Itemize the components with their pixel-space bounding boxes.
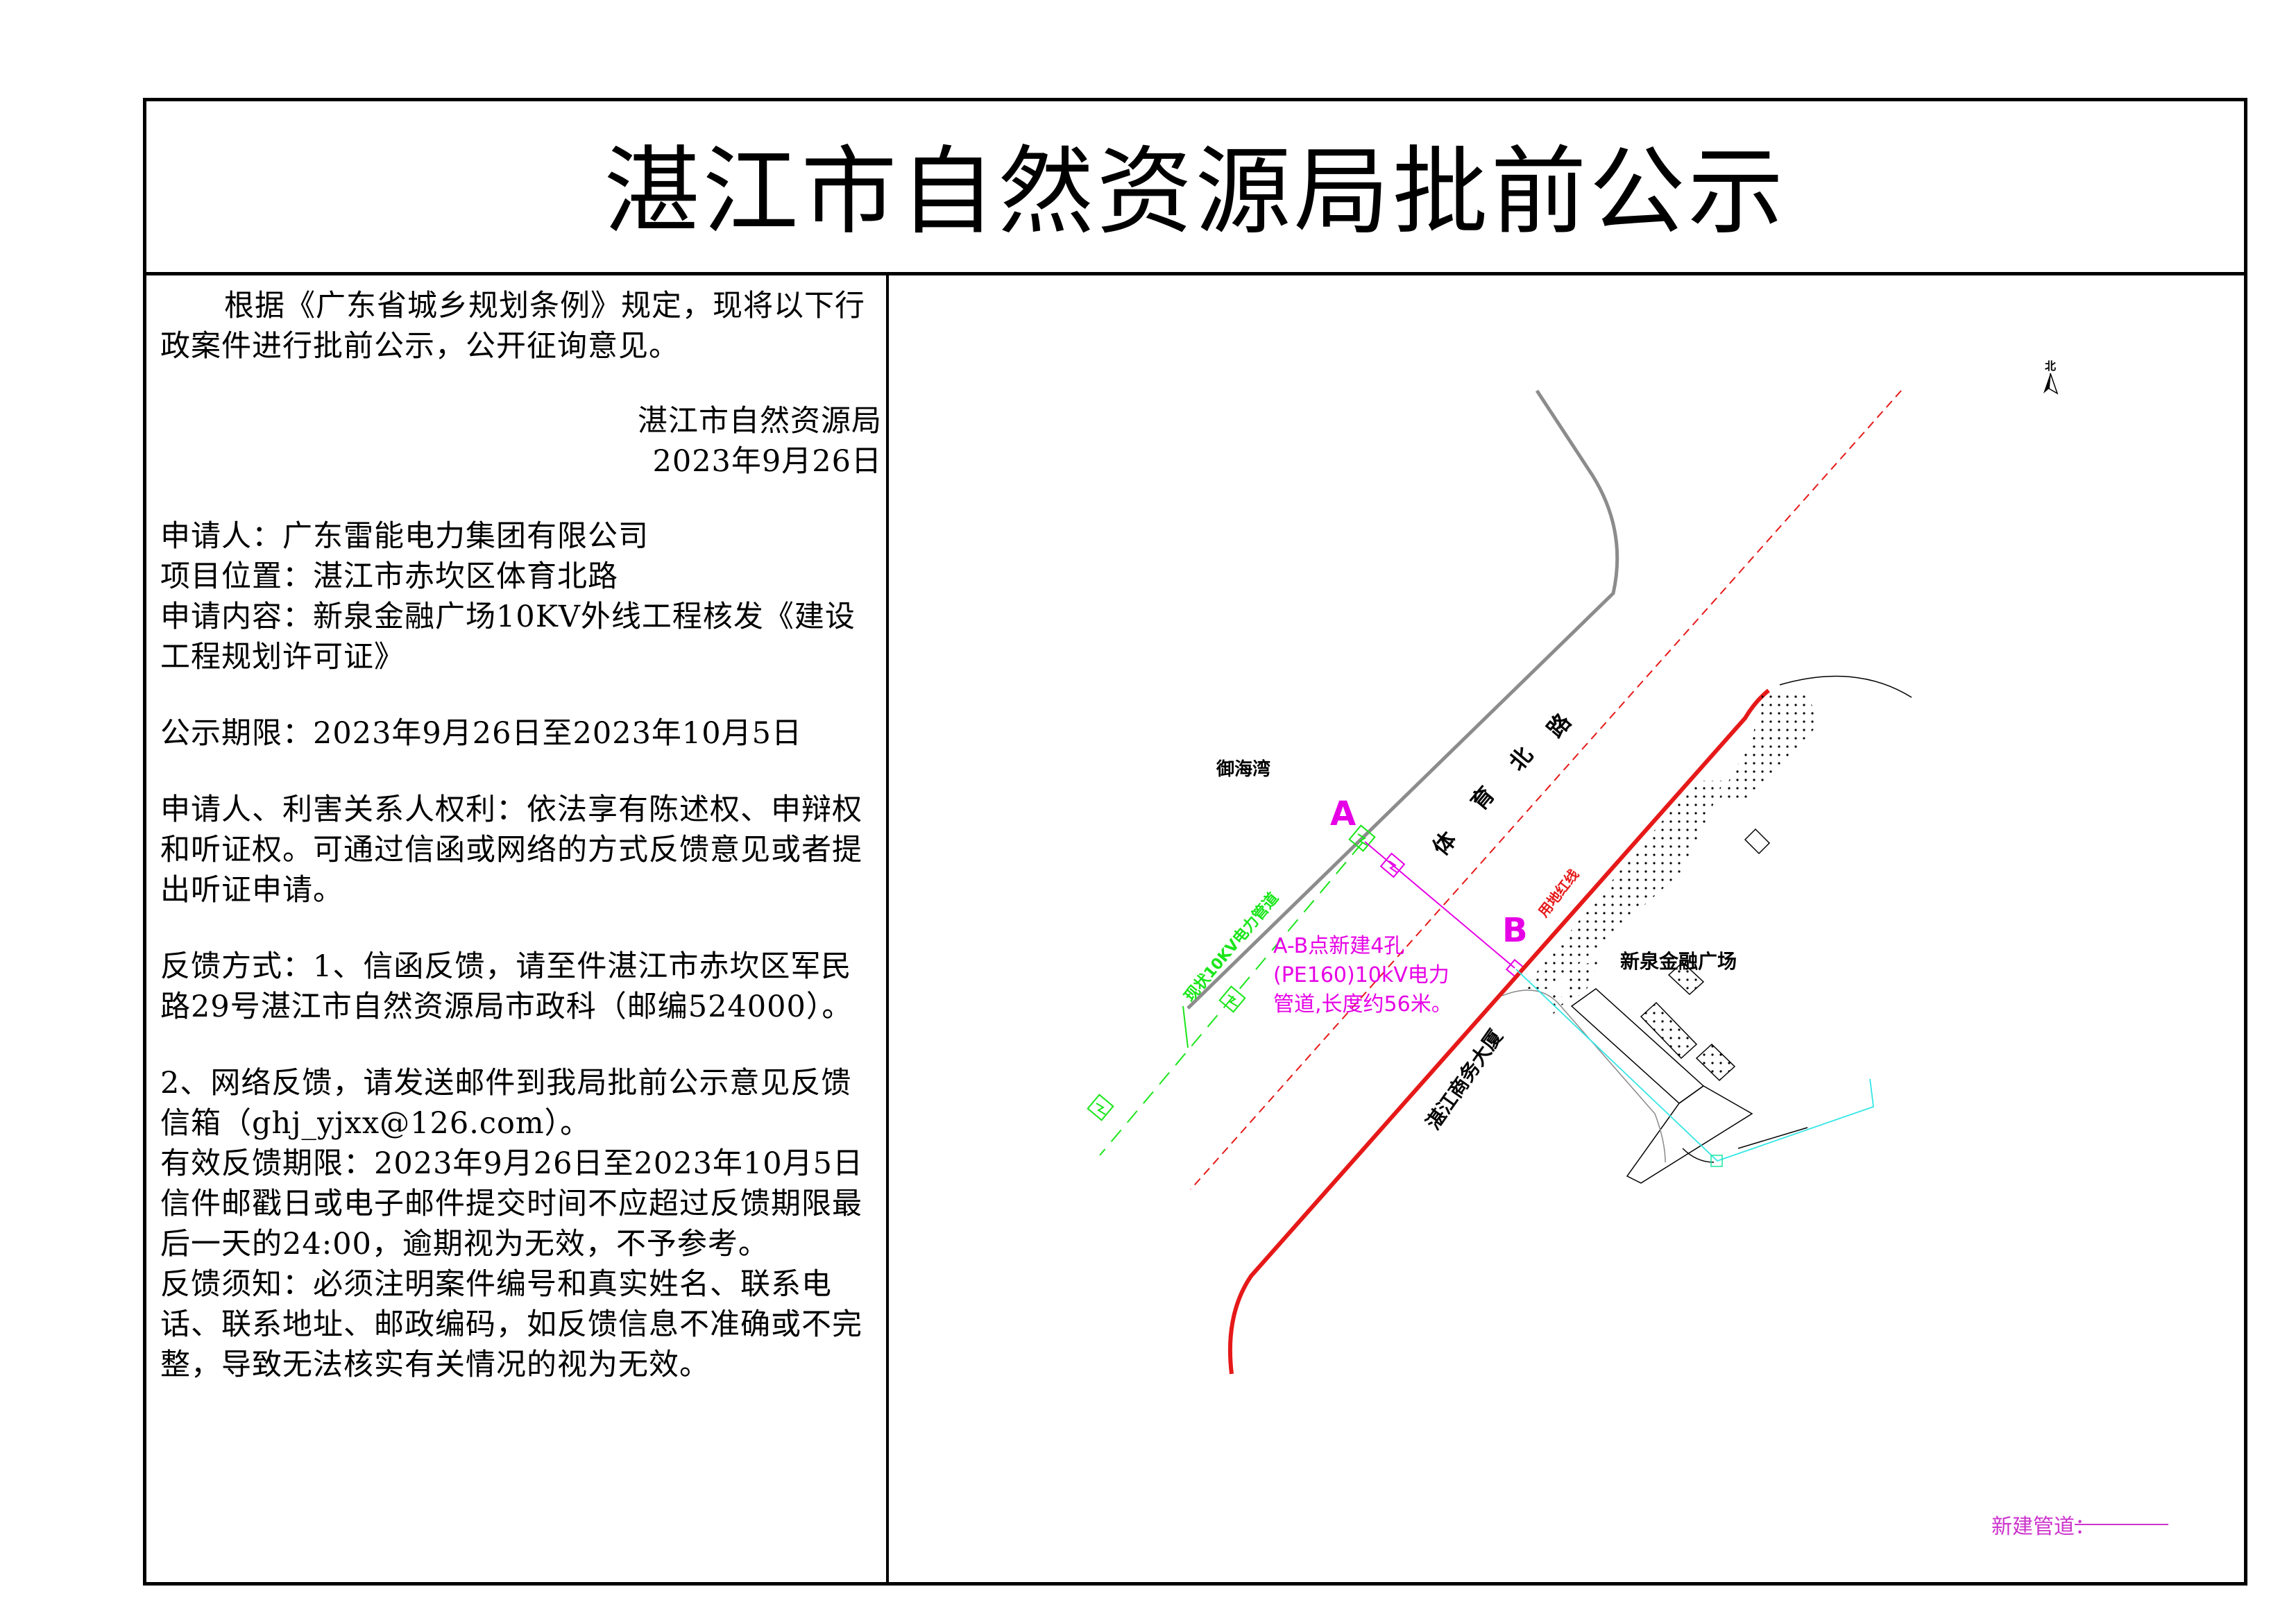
applicant: 申请人：广东雷能电力集团有限公司 <box>160 519 649 554</box>
label-building: 湛江商务大厦 <box>1422 1025 1507 1134</box>
publicity-period: 公示期限：2023年9月26日至2023年10月5日 <box>160 716 803 751</box>
road-edge-line <box>1187 389 1619 1010</box>
building-outline <box>1570 828 1771 1184</box>
point-a-label: A <box>1330 794 1356 833</box>
feedback-online: 2、网络反馈，请发送邮件到我局批前公示意见反馈信箱（ghj_yjxx@126.c… <box>160 1066 852 1141</box>
legend: 新建管道： <box>1991 1515 2168 1539</box>
label-project: 新泉金融广场 <box>1620 950 1737 973</box>
new-pipe-line <box>1364 841 1515 969</box>
valid-feedback-period: 有效反馈期限：2023年9月26日至2023年10月5日 <box>160 1146 864 1181</box>
feedback-by-mail: 反馈方式：1、信函反馈，请至件湛江市赤坎区军民路29号湛江市自然资源局市政科（邮… <box>160 949 853 1024</box>
internal-cable-line <box>1515 969 1874 1162</box>
road-name-char: 北 <box>1504 742 1538 776</box>
svg-text:管道,长度约56米。: 管道,长度约56米。 <box>1273 992 1452 1017</box>
existing-pipe-marker-icon <box>1348 824 1376 852</box>
notice-text-panel: 根据《广东省城乡规划条例》规定，现将以下行政案件进行批前公示，公开征询意见。 湛… <box>146 272 889 1582</box>
planning-dashed-line <box>1190 390 1902 1190</box>
project-location: 项目位置：湛江市赤坎区体育北路 <box>160 559 618 594</box>
land-red-line <box>1227 688 1770 1375</box>
existing-pipe-line <box>1099 842 1363 1156</box>
green-belt-area <box>1523 781 1724 989</box>
north-arrow-icon: 北 <box>2043 359 2059 395</box>
issue-date: 2023年9月26日 <box>652 444 882 479</box>
site-plan-panel: 北 现状10KV电力管道 <box>889 272 2244 1582</box>
feedback-requirements: 反馈须知：必须注明案件编号和真实姓名、联系电话、联系地址、邮政编码，如反馈信息不… <box>160 1267 862 1382</box>
svg-text:新建管道：: 新建管道： <box>1991 1515 2095 1539</box>
header: 湛江市自然资源局批前公示 <box>146 101 2244 275</box>
road-name-char: 路 <box>1542 708 1576 742</box>
application-content: 申请内容：新泉金融广场10KV外线工程核发《建设工程规划许可证》 <box>160 600 856 674</box>
existing-pipe-marker-icon <box>1218 985 1246 1013</box>
intro-paragraph: 根据《广东省城乡规划条例》规定，现将以下行政案件进行批前公示，公开征询意见。 <box>160 289 865 364</box>
svg-text:北: 北 <box>2045 359 2056 373</box>
stakeholder-rights: 申请人、利害关系人权利：依法享有陈述权、申辩权和听证权。可通过信函或网络的方式反… <box>160 792 862 908</box>
issuer: 湛江市自然资源局 <box>638 404 882 439</box>
page-title: 湛江市自然资源局批前公示 <box>604 136 1787 248</box>
point-b-label: B <box>1502 911 1528 950</box>
deadline-note: 信件邮戳日或电子邮件提交时间不应超过反馈期限最后一天的24:00，逾期视为无效，… <box>160 1187 862 1261</box>
pipe-annotation: A-B点新建4孔 (PE160)10kV电力 管道,长度约56米。 <box>1273 934 1452 1017</box>
svg-text:A-B点新建4孔: A-B点新建4孔 <box>1273 934 1404 958</box>
existing-pipe-label: 现状10KV电力管道 <box>1181 889 1282 1005</box>
internal-cable-marker-icon <box>1710 1155 1723 1167</box>
site-plan-map: 北 现状10KV电力管道 <box>1087 359 2168 1539</box>
existing-pipe-marker-icon <box>1087 1094 1114 1121</box>
road-name-char: 育 <box>1465 781 1500 815</box>
road-name-char: 体 <box>1427 826 1462 860</box>
green-belt-area <box>1717 690 1818 801</box>
new-pipe-marker-icon <box>1379 852 1406 878</box>
label-yuhaiwan: 御海湾 <box>1216 758 1270 780</box>
notice-frame: 湛江市自然资源局批前公示 根据《广东省城乡规划条例》规定，现将以下行政案件进行批… <box>143 98 2247 1586</box>
svg-text:(PE160)10kV电力: (PE160)10kV电力 <box>1273 963 1449 987</box>
